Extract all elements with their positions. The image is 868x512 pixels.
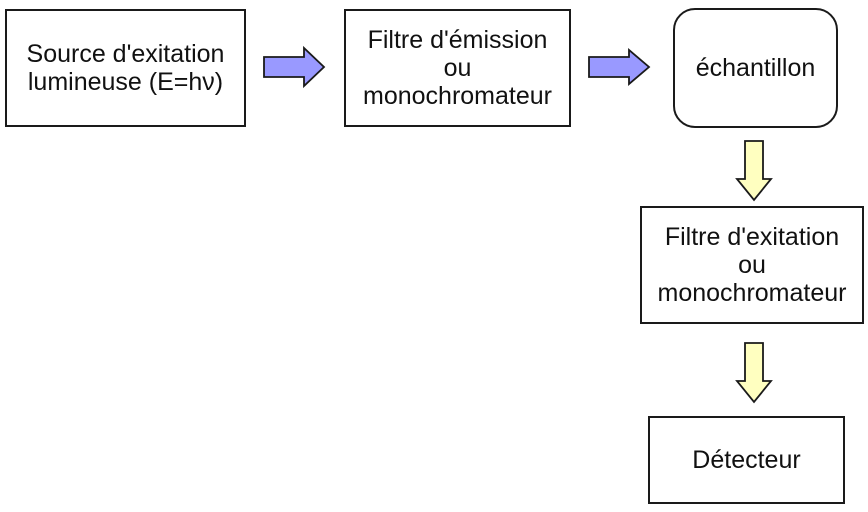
excitation-filter-line-3: monochromateur bbox=[657, 279, 847, 307]
arrow-down-2-shape bbox=[735, 342, 773, 404]
source-label-line-1: Source d'exitation bbox=[26, 40, 225, 68]
arrow-right-1 bbox=[263, 45, 326, 89]
arrow-right-2-shape bbox=[588, 48, 651, 86]
source-label-line-2: lumineuse (E=hν) bbox=[27, 68, 224, 96]
emission-filter-box: Filtre d'émission ou monochromateur bbox=[344, 9, 571, 127]
arrow-down-2 bbox=[735, 342, 773, 404]
sample-box: échantillon bbox=[673, 8, 838, 128]
emission-filter-line-3: monochromateur bbox=[363, 82, 552, 110]
source-box: Source d'exitation lumineuse (E=hν) bbox=[5, 9, 246, 127]
excitation-filter-line-2: ou bbox=[738, 251, 766, 279]
emission-filter-line-2: ou bbox=[443, 54, 472, 82]
detector-box: Détecteur bbox=[648, 416, 845, 504]
sample-label: échantillon bbox=[695, 54, 816, 82]
arrow-right-1-shape bbox=[263, 45, 326, 89]
arrow-right-2 bbox=[588, 48, 651, 86]
arrow-down-1-shape bbox=[735, 140, 773, 202]
emission-filter-line-1: Filtre d'émission bbox=[367, 26, 548, 54]
detector-label: Détecteur bbox=[692, 446, 801, 474]
excitation-filter-box: Filtre d'exitation ou monochromateur bbox=[640, 206, 864, 324]
arrow-down-1 bbox=[735, 140, 773, 202]
excitation-filter-line-1: Filtre d'exitation bbox=[664, 223, 840, 251]
